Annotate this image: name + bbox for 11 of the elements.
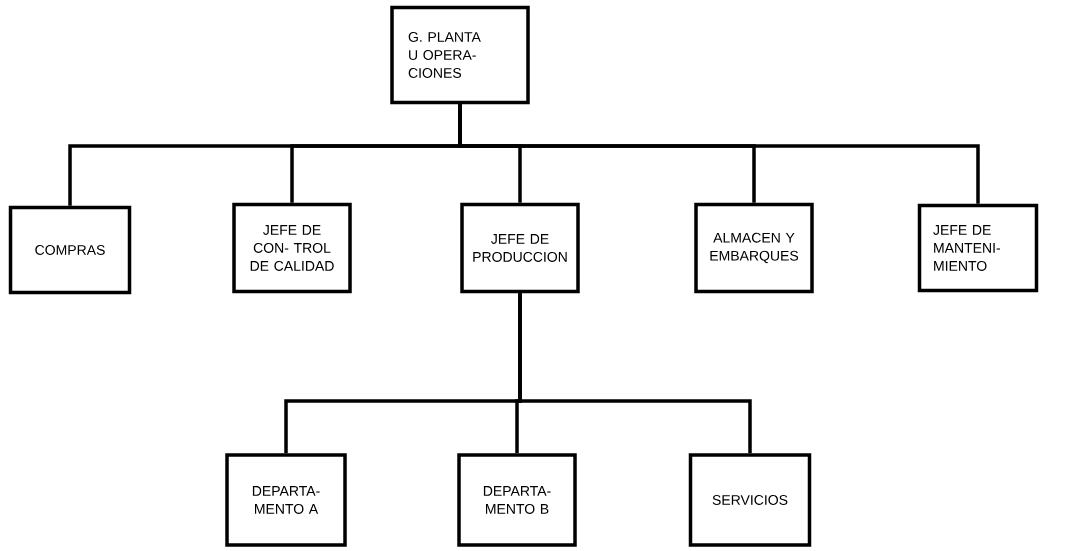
org-box: JEFE DE PRODUCCION: [460, 202, 580, 294]
org-box: JEFE DE MANTENI- MIENTO: [917, 203, 1039, 293]
org-box: DEPARTA- MENTO A: [225, 453, 347, 547]
org-box: COMPRAS: [8, 205, 132, 295]
org-box: ALMACEN Y EMBARQUES: [694, 202, 814, 294]
connector-line: [458, 104, 980, 204]
org-box: DEPARTA- MENTO B: [457, 453, 577, 547]
org-box: SERVICIOS: [688, 453, 812, 547]
connector-line: [518, 293, 752, 454]
org-box: JEFE DE CON- TROL DE CALIDAD: [232, 202, 352, 294]
org-box: G. PLANTA U OPERA- CIONES: [390, 5, 530, 105]
